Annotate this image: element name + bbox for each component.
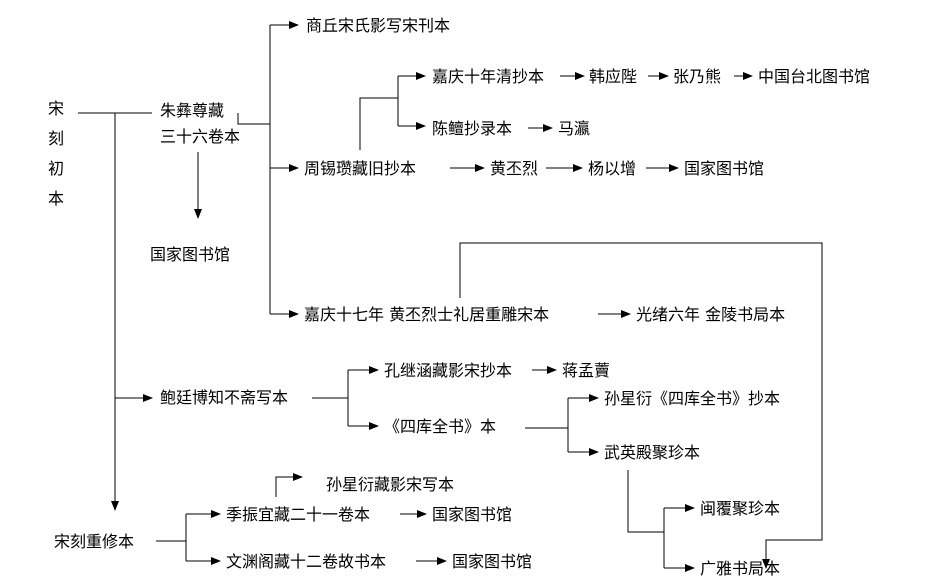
- node-song-first-edition: 宋刻初本: [47, 99, 64, 208]
- node-sun-siku: 孙星衍《四库全书》抄本: [604, 389, 781, 408]
- node-zhu-yizun: 朱彝尊藏 三十六卷本: [160, 98, 240, 150]
- node-shangqiu: 商丘宋氏影写宋刊本: [306, 16, 451, 35]
- node-taipei-library: 中国台北图书馆: [758, 67, 871, 86]
- node-zhang-naixiong: 张乃熊: [673, 67, 722, 86]
- node-chen-zhan: 陈鳣抄录本: [432, 119, 513, 138]
- node-wenyuange: 文渊阁藏十二卷故书本: [226, 552, 387, 571]
- node-nlc-left: 国家图书馆: [150, 245, 231, 264]
- node-bao-tingbo: 鲍廷博知不斋写本: [160, 388, 289, 407]
- node-jiang-menglong: 蒋孟藚: [562, 361, 611, 380]
- node-jiaqing10: 嘉庆十年清抄本: [432, 67, 545, 86]
- node-nlc-right: 国家图书馆: [684, 159, 765, 178]
- node-guangxu6: 光绪六年 金陵书局本: [636, 305, 786, 324]
- node-zhou-xizan: 周锡瓒藏旧抄本: [304, 159, 417, 178]
- node-zhu-yizun-line1: 朱彝尊藏: [160, 101, 225, 120]
- node-kong-jihan: 孔继涵藏影宋抄本: [384, 361, 513, 380]
- node-han-yingbi: 韩应陛: [589, 67, 638, 86]
- node-sun-yingsong: 孙星衍藏影宋写本: [326, 475, 455, 494]
- node-zhu-yizun-line2: 三十六卷本: [160, 127, 241, 146]
- node-guangya: 广雅书局本: [700, 559, 781, 578]
- node-min-fu: 闽覆聚珍本: [700, 499, 781, 518]
- node-nlc-wen: 国家图书馆: [452, 552, 533, 571]
- node-huang-pilie: 黄丕烈: [490, 159, 539, 178]
- node-yang-yizeng: 杨以增: [588, 159, 637, 178]
- node-nlc-ji: 国家图书馆: [432, 505, 513, 524]
- node-ji-zhenyi: 季振宜藏二十一卷本: [226, 505, 371, 524]
- node-wuying: 武英殿聚珍本: [604, 443, 701, 462]
- node-song-revised: 宋刻重修本: [54, 532, 135, 551]
- node-siku: 《四库全书》本: [384, 417, 497, 436]
- node-ma-ying: 马瀛: [558, 119, 591, 138]
- node-jiaqing17: 嘉庆十七年 黄丕烈士礼居重雕宋本: [304, 305, 550, 324]
